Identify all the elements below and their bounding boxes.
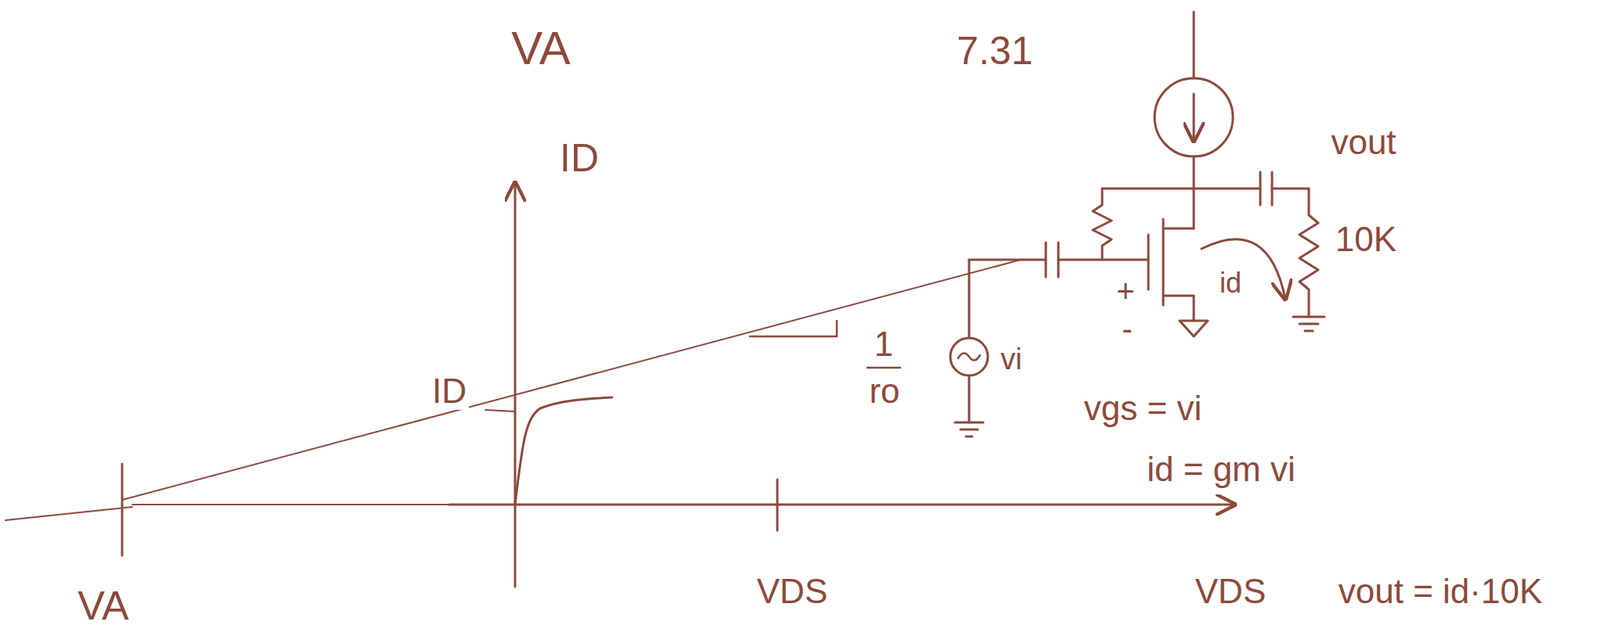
va-tick: [121, 464, 124, 556]
id-curve: [515, 397, 613, 505]
axis-label: VDS: [1192, 572, 1269, 611]
slope-triangle: [749, 320, 837, 337]
node-wire: [1102, 187, 1261, 191]
in-cap: [1045, 242, 1048, 278]
vds-tick: [776, 479, 779, 531]
problem-number: 7.31: [954, 29, 1035, 73]
slope-numerator: 1: [872, 325, 896, 364]
axis-label: ID: [557, 136, 602, 181]
axis-label: VA: [75, 583, 132, 629]
signal-name: vi: [998, 343, 1024, 377]
tick-label: VDS: [754, 572, 830, 611]
vi-wire: [968, 259, 971, 339]
current-label: id: [1217, 267, 1244, 300]
gate-wire: [1058, 259, 1149, 262]
supply-wire: [1192, 11, 1196, 79]
slope-denominator: ro: [866, 372, 902, 411]
y-axis: [514, 183, 517, 588]
resistor-value: 10K: [1333, 220, 1399, 259]
in-wire: [969, 259, 1046, 262]
id-arrow: [1201, 239, 1286, 300]
intercept-label: ID: [429, 372, 469, 411]
equation: vgs = vi: [1081, 389, 1204, 428]
axis-left: [132, 504, 450, 506]
out-cap: [1259, 172, 1262, 206]
extrapolation-line: [122, 259, 1021, 501]
ground: [1293, 317, 1325, 332]
axis-title: VA: [508, 22, 573, 75]
fraction-bar: [867, 367, 901, 370]
gate-resistor: [1092, 188, 1112, 260]
equation: id = gm vi: [1144, 450, 1298, 489]
signal-name: vout: [1328, 123, 1399, 162]
gate-plate: [1147, 234, 1150, 290]
x-axis: [449, 504, 1235, 507]
polarity-mark: -: [1119, 311, 1135, 346]
vi-wire: [968, 375, 971, 423]
equation: vout = id·10K: [1336, 572, 1546, 611]
drain-wire: [1192, 156, 1196, 229]
drain-lead: [1163, 227, 1194, 231]
channel: [1162, 219, 1165, 306]
ground: [954, 422, 984, 437]
polarity-mark: +: [1113, 273, 1137, 309]
source-lead: [1163, 295, 1194, 321]
vi-source: [950, 338, 988, 376]
out-wire: [1272, 187, 1309, 191]
current-source: [1154, 78, 1233, 157]
load-resistor: [1299, 188, 1319, 318]
vi-tilde: [958, 353, 981, 361]
axis-left-stub: [5, 507, 133, 521]
ground: [1179, 320, 1208, 337]
id-stub: [485, 410, 516, 412]
source-arrow: [1192, 93, 1196, 141]
